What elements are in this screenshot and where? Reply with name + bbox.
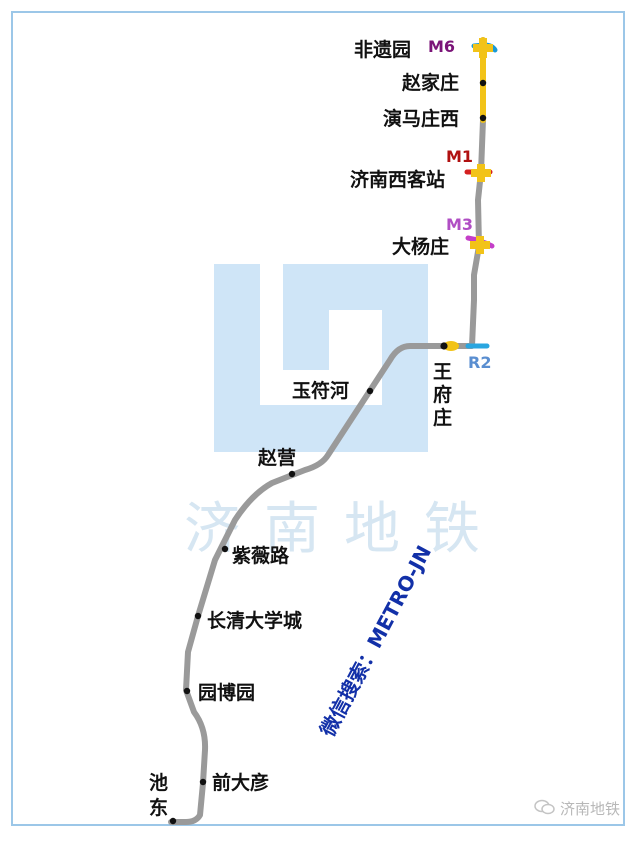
station-dot[interactable] [366, 387, 374, 395]
transfer-tag-m3: M3 [446, 215, 473, 234]
station-dot[interactable] [479, 79, 487, 87]
transfer-tag-m6: M6 [428, 37, 455, 56]
station-label-jinanxikezhan: 济南西客站 [350, 168, 445, 191]
route-line [168, 37, 486, 825]
footer-text: 济南地铁 [559, 800, 620, 818]
station-dot[interactable] [479, 114, 487, 122]
svg-text:王: 王 [433, 361, 452, 383]
station-label-wangfuzhuang: 王 府 庄 [433, 361, 452, 429]
station-label-zhaoying: 赵营 [257, 446, 296, 469]
station-dot[interactable] [194, 612, 202, 620]
station-label-chidong: 池 东 [149, 771, 168, 819]
wechat-search-text: 微信搜索：METRO-JN [315, 541, 436, 741]
station-dot[interactable] [440, 342, 448, 350]
svg-text:池: 池 [149, 771, 168, 794]
transfer-markers [443, 38, 493, 351]
station-label-qiandayan: 前大彦 [212, 771, 269, 794]
station-label-yuanboyuan: 园博园 [198, 681, 255, 704]
station-label-yufuhe: 玉符河 [292, 379, 349, 402]
wechat-icon [534, 799, 556, 819]
transfer-tag-m1: M1 [446, 147, 473, 166]
transfer-tag-r2: R2 [468, 353, 491, 372]
station-label-feiyiyuan: 非遗园 [354, 39, 411, 61]
station-dot[interactable] [183, 687, 191, 695]
station-label-changqingdaxuecheng: 长清大学城 [207, 609, 302, 632]
transfer-marker-icon [443, 341, 459, 351]
station-dots [169, 79, 487, 825]
station-dot[interactable] [169, 817, 177, 825]
station-label-yanmazhuangxi: 演马庄西 [383, 107, 459, 130]
station-dot[interactable] [199, 778, 207, 786]
station-dot[interactable] [288, 470, 296, 478]
station-label-ziweilu: 紫薇路 [232, 544, 290, 567]
transfer-marker-icon [470, 236, 490, 254]
station-label-zhaojiazhuang: 赵家庄 [401, 71, 459, 94]
svg-text:府: 府 [433, 383, 452, 406]
svg-text:东: 东 [149, 796, 168, 819]
transfer-marker-icon [471, 164, 491, 182]
svg-text:庄: 庄 [433, 406, 452, 429]
station-dot[interactable] [221, 545, 229, 553]
footer-brand: 济南地铁 [534, 798, 620, 819]
transfer-marker-icon [473, 38, 493, 58]
watermark-logo [214, 264, 428, 452]
station-label-dayangzhuang: 大杨庄 [392, 235, 449, 258]
